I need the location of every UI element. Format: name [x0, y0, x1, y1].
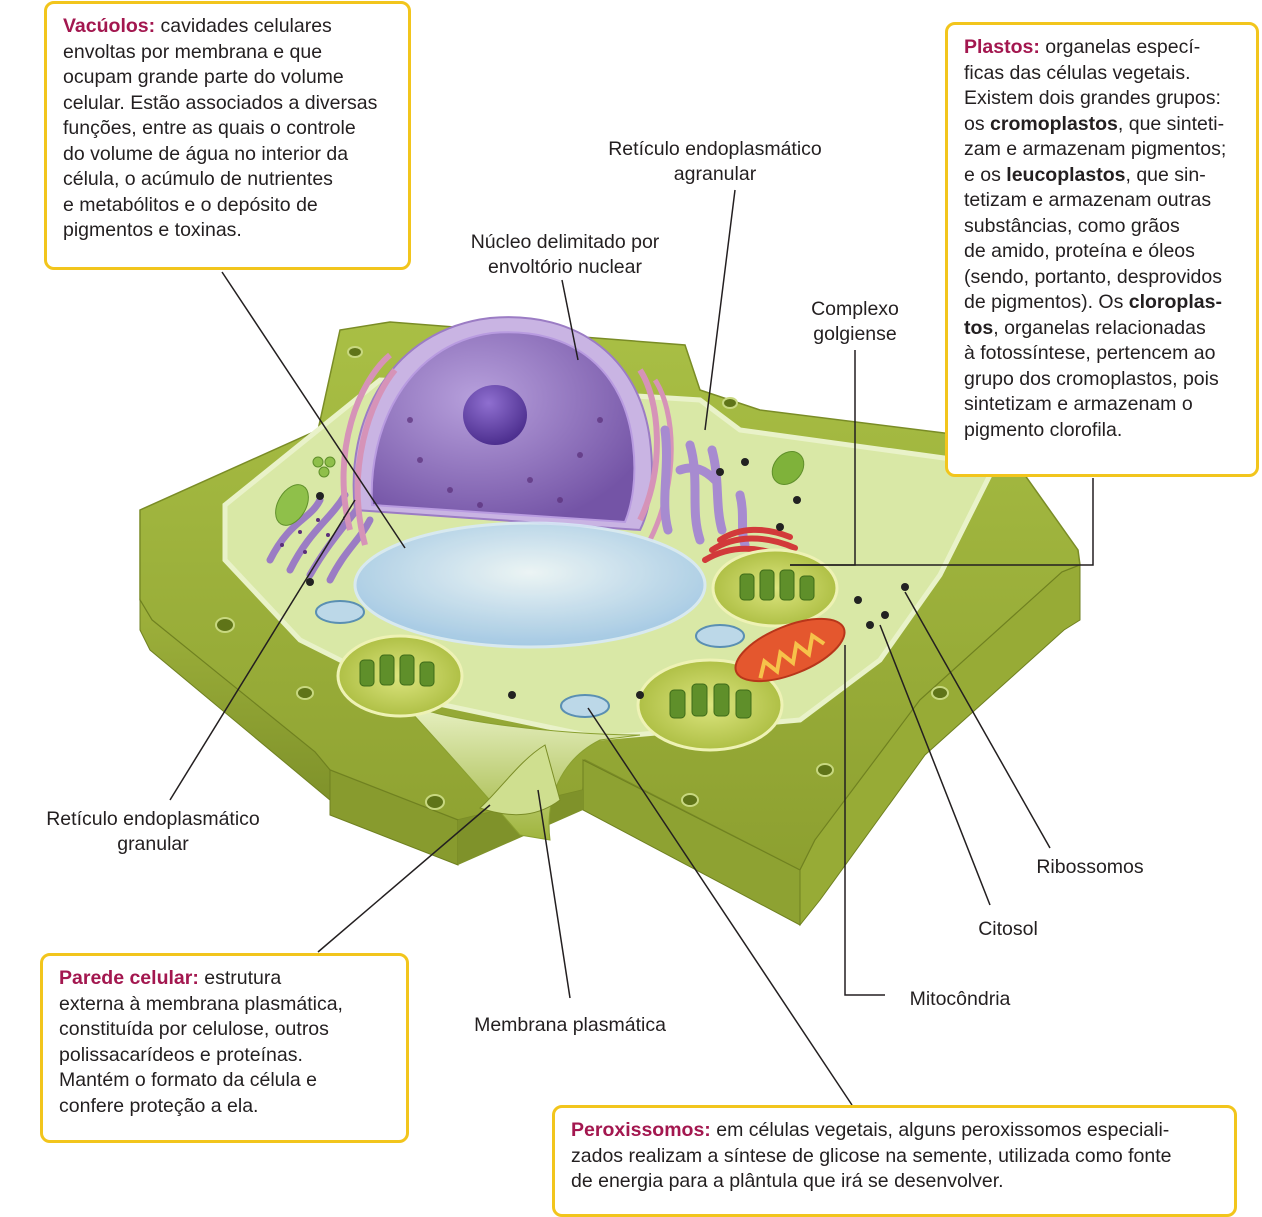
parede-text-1: estrutura [198, 967, 282, 989]
parede-text-2: externa à membrana plasmática, [59, 992, 343, 1015]
vacuolos-text-5: funções, entre as quais o controle [63, 117, 356, 139]
vacuolos-text-7: célula, o acúmulo de nutrientes [63, 168, 333, 190]
peroxissomos-text-2: zados realizam a síntese de glicose na s… [571, 1144, 1172, 1167]
label-nucleo-1: Núcleo delimitado por [470, 231, 660, 253]
label-golgi-2: golgiense [813, 323, 897, 345]
label-mitocondria: Mitocôndria [909, 988, 1011, 1010]
parede-box: Parede celular: estrutura externa à memb… [40, 953, 409, 1143]
plastos-l7: tetizam e armazenam outras [964, 189, 1212, 211]
label-reticulo-agranular: Retículo endoplasmático agranular [590, 137, 840, 187]
plastos-box: Plastos: organelas especí- ficas das cél… [945, 22, 1259, 477]
peroxissomos-term: Peroxissomos: [571, 1119, 711, 1141]
parede-text-4: polissacarídeos e proteínas. [59, 1043, 303, 1066]
plastos-cloroplas: cloroplas- [1128, 291, 1222, 313]
label-golgi: Complexo golgiense [795, 297, 915, 347]
plastos-cromoplastos: cromoplastos [990, 112, 1118, 135]
parede-term: Parede celular: [59, 967, 199, 989]
vacuolos-text-1: cavidades celulares [155, 15, 332, 37]
vacuolos-box: Vacúolos: cavidades celulares envoltas p… [44, 1, 411, 270]
plastos-tos: tos [964, 316, 994, 339]
label-nucleo-2: envoltório nuclear [488, 256, 642, 278]
plastos-l6c: , que sin- [1125, 163, 1206, 186]
peroxissomos-text-3: de energia para a plântula que irá se de… [571, 1170, 1004, 1192]
peroxissomos-text-1: em células vegetais, alguns peroxissomos… [710, 1119, 1170, 1141]
vacuolos-text-4: celular. Estão associados a diversas [63, 91, 378, 114]
plastos-l14: grupo dos cromoplastos, pois [964, 367, 1219, 390]
vacuolos-text-6: do volume de água no interior da [63, 142, 349, 165]
plastos-l5: zam e armazenam pigmentos; [964, 138, 1227, 160]
label-reticulo-agranular-1: Retículo endoplasmático [608, 138, 822, 160]
label-golgi-1: Complexo [811, 298, 899, 320]
label-membrana: Membrana plasmática [474, 1014, 666, 1036]
plastos-term: Plastos: [964, 36, 1040, 58]
vacuolos-text-2: envoltas por membrana e que [63, 40, 323, 63]
plastos-l1: organelas especí- [1039, 36, 1201, 58]
ribosome-dots [306, 458, 909, 699]
chloroplasts [336, 548, 839, 752]
plastos-l3: Existem dois grandes grupos: [964, 87, 1221, 109]
plastos-leucoplastos: leucoplastos [1006, 163, 1126, 186]
vacuolos-text-3: ocupam grande parte do volume [63, 66, 344, 88]
label-citosol: Citosol [978, 918, 1038, 940]
parede-text-3: constituída por celulose, outros [59, 1018, 329, 1040]
label-reticulo-agranular-2: agranular [673, 163, 757, 185]
label-reticulo-granular-2: granular [117, 833, 189, 855]
central-vacuole [353, 521, 707, 649]
plastos-l10: (sendo, portanto, desprovidos [964, 265, 1222, 288]
peroxisomes [315, 600, 745, 718]
plastos-l6a: e os [964, 163, 1007, 186]
label-ribossomos: Ribossomos [1036, 856, 1144, 878]
plasma-membrane-funnel [399, 699, 641, 841]
parede-text-5: Mantém o formato da célula e [59, 1069, 317, 1091]
vacuolos-term: Vacúolos: [63, 15, 156, 37]
nucleus [340, 316, 674, 546]
mitochondria [734, 617, 846, 683]
plastos-l15: sintetizam e armazenam o [964, 393, 1193, 415]
label-reticulo-granular-1: Retículo endoplasmático [46, 808, 260, 830]
plastos-l13: à fotossíntese, pertencem ao [964, 342, 1216, 364]
label-nucleo: Núcleo delimitado por envoltório nuclear [440, 230, 690, 280]
plastos-l4a: os [964, 112, 991, 135]
label-reticulo-granular: Retículo endoplasmático granular [28, 807, 278, 857]
vesicles [275, 451, 805, 526]
plastos-l2: ficas das células vegetais. [964, 61, 1191, 84]
parede-text-6: confere proteção a ela. [59, 1094, 259, 1117]
vacuolos-text-9: pigmentos e toxinas. [63, 219, 242, 241]
plastos-l9: de amido, proteína e óleos [964, 240, 1195, 262]
plastos-l16: pigmento clorofila. [964, 418, 1123, 441]
peroxissomos-box: Peroxissomos: em células vegetais, algun… [552, 1105, 1237, 1217]
plastos-l4c: , que sinteti- [1117, 112, 1225, 135]
leader-lines [169, 189, 1094, 1106]
plastos-l8: substâncias, como grãos [964, 214, 1180, 237]
plastos-l11a: de pigmentos). Os [964, 291, 1129, 313]
vacuolos-text-8: e metabólitos e o depósito de [63, 193, 318, 216]
plastos-l12b: , organelas relacionadas [993, 316, 1206, 339]
